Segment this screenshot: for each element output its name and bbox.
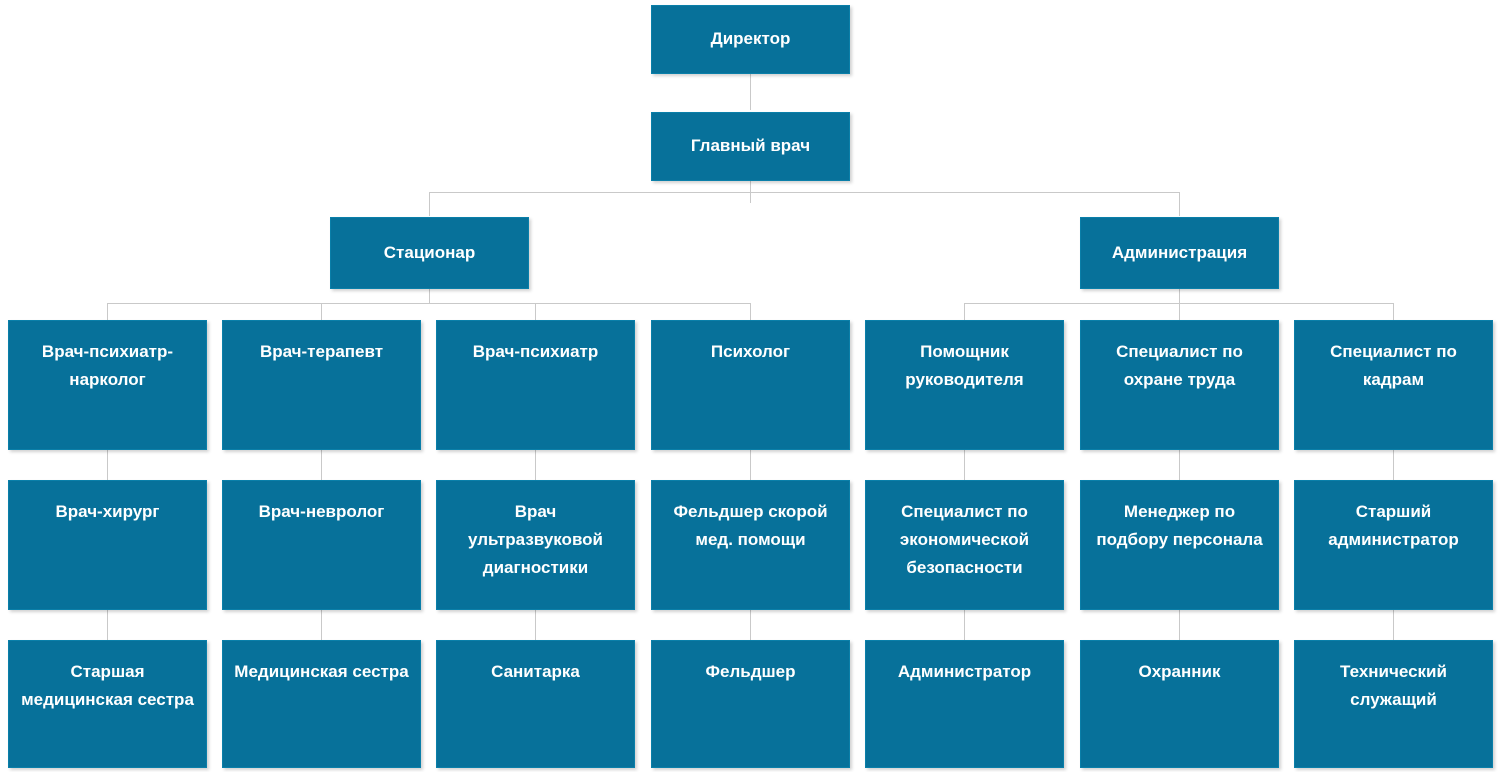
node-psychiatrist-narcologist-label: Врач-психиатр-нарколог — [41, 342, 174, 390]
node-inpatient[interactable]: Стационар — [330, 217, 529, 289]
node-hr-specialist[interactable]: Специалист по кадрам — [1294, 320, 1493, 450]
connector-col2-r4-r5 — [321, 450, 322, 480]
connector-bus-to-administration — [1179, 192, 1180, 216]
connector-bus-to-psychologist — [750, 303, 751, 320]
node-administration-label: Администрация — [1111, 242, 1248, 262]
connector-level3-bus — [429, 192, 1180, 193]
connector-administration-down — [1179, 289, 1180, 303]
connector-bus-to-inpatient — [429, 192, 430, 216]
node-nurse-label: Медицинская сестра — [234, 662, 409, 681]
node-emergency-paramedic-label: Фельдшер скорой мед. помощи — [673, 502, 828, 550]
node-security-guard-label: Охранник — [1138, 662, 1221, 681]
node-ultrasound-doctor-label: Врач ультразвуковой диагностики — [467, 502, 604, 578]
connector-col7-r5-r6 — [1393, 610, 1394, 640]
node-orderly[interactable]: Санитарка — [436, 640, 635, 768]
connector-col6-r5-r6 — [1179, 610, 1180, 640]
connector-col7-r4-r5 — [1393, 450, 1394, 480]
node-technical-staff-label: Технический служащий — [1340, 662, 1447, 710]
node-psychologist-label: Психолог — [710, 342, 791, 361]
node-paramedic[interactable]: Фельдшер — [651, 640, 850, 768]
node-technical-staff[interactable]: Технический служащий — [1294, 640, 1493, 768]
connector-bus-to-assistant-manager — [964, 303, 965, 320]
node-economic-security-specialist-label: Специалист по экономической безопасности — [899, 502, 1030, 578]
node-neurologist[interactable]: Врач-невролог — [222, 480, 421, 610]
node-psychiatrist-narcologist[interactable]: Врач-психиатр-нарколог — [8, 320, 207, 450]
node-recruitment-manager-label: Менеджер по подбору персонала — [1096, 502, 1263, 550]
node-therapist-label: Врач-терапевт — [259, 342, 384, 361]
connector-col3-r5-r6 — [535, 610, 536, 640]
connector-inpatient-bus — [107, 303, 751, 304]
node-administrator-label: Администратор — [897, 662, 1032, 681]
node-economic-security-specialist[interactable]: Специалист по экономической безопасности — [865, 480, 1064, 610]
node-orderly-label: Санитарка — [491, 662, 580, 681]
node-labor-safety-specialist[interactable]: Специалист по охране труда — [1080, 320, 1279, 450]
node-emergency-paramedic[interactable]: Фельдшер скорой мед. помощи — [651, 480, 850, 610]
node-labor-safety-specialist-label: Специалист по охране труда — [1116, 342, 1243, 390]
connector-col2-r5-r6 — [321, 610, 322, 640]
connector-col1-r5-r6 — [107, 610, 108, 640]
node-hr-specialist-label: Специалист по кадрам — [1330, 342, 1457, 390]
node-surgeon-label: Врач-хирург — [55, 502, 160, 521]
node-paramedic-label: Фельдшер — [705, 662, 796, 681]
node-assistant-manager-label: Помощник руководителя — [905, 342, 1024, 390]
node-security-guard[interactable]: Охранник — [1080, 640, 1279, 768]
node-recruitment-manager[interactable]: Менеджер по подбору персонала — [1080, 480, 1279, 610]
node-psychiatrist[interactable]: Врач-психиатр — [436, 320, 635, 450]
node-ultrasound-doctor[interactable]: Врач ультразвуковой диагностики — [436, 480, 635, 610]
connector-col3-r4-r5 — [535, 450, 536, 480]
connector-col6-r4-r5 — [1179, 450, 1180, 480]
connector-bus-to-psychiatrist-narcologist — [107, 303, 108, 320]
node-director-label: Директор — [710, 29, 791, 49]
node-administration[interactable]: Администрация — [1080, 217, 1279, 289]
node-inpatient-label: Стационар — [383, 242, 476, 262]
connector-bus-to-therapist — [321, 303, 322, 320]
node-director[interactable]: Директор — [651, 5, 850, 74]
connector-director-to-chief — [750, 74, 751, 110]
node-senior-administrator[interactable]: Старший администратор — [1294, 480, 1493, 610]
node-surgeon[interactable]: Врач-хирург — [8, 480, 207, 610]
connector-col5-r5-r6 — [964, 610, 965, 640]
node-psychiatrist-label: Врач-психиатр — [472, 342, 599, 361]
node-chief-doctor-label: Главный врач — [690, 136, 811, 156]
node-assistant-manager[interactable]: Помощник руководителя — [865, 320, 1064, 450]
node-neurologist-label: Врач-невролог — [258, 502, 385, 521]
node-administrator[interactable]: Администратор — [865, 640, 1064, 768]
connector-bus-to-labor-safety — [1179, 303, 1180, 320]
node-nurse[interactable]: Медицинская сестра — [222, 640, 421, 768]
connector-bus-to-hr-specialist — [1393, 303, 1394, 320]
connector-inpatient-down — [429, 289, 430, 303]
connector-bus-to-psychiatrist — [535, 303, 536, 320]
connector-col5-r4-r5 — [964, 450, 965, 480]
node-senior-administrator-label: Старший администратор — [1328, 502, 1459, 550]
connector-col4-r4-r5 — [750, 450, 751, 480]
node-chief-doctor[interactable]: Главный врач — [651, 112, 850, 181]
node-therapist[interactable]: Врач-терапевт — [222, 320, 421, 450]
node-senior-nurse[interactable]: Старшая медицинская сестра — [8, 640, 207, 768]
node-psychologist[interactable]: Психолог — [651, 320, 850, 450]
connector-col4-r5-r6 — [750, 610, 751, 640]
node-senior-nurse-label: Старшая медицинская сестра — [21, 662, 194, 710]
connector-col1-r4-r5 — [107, 450, 108, 480]
